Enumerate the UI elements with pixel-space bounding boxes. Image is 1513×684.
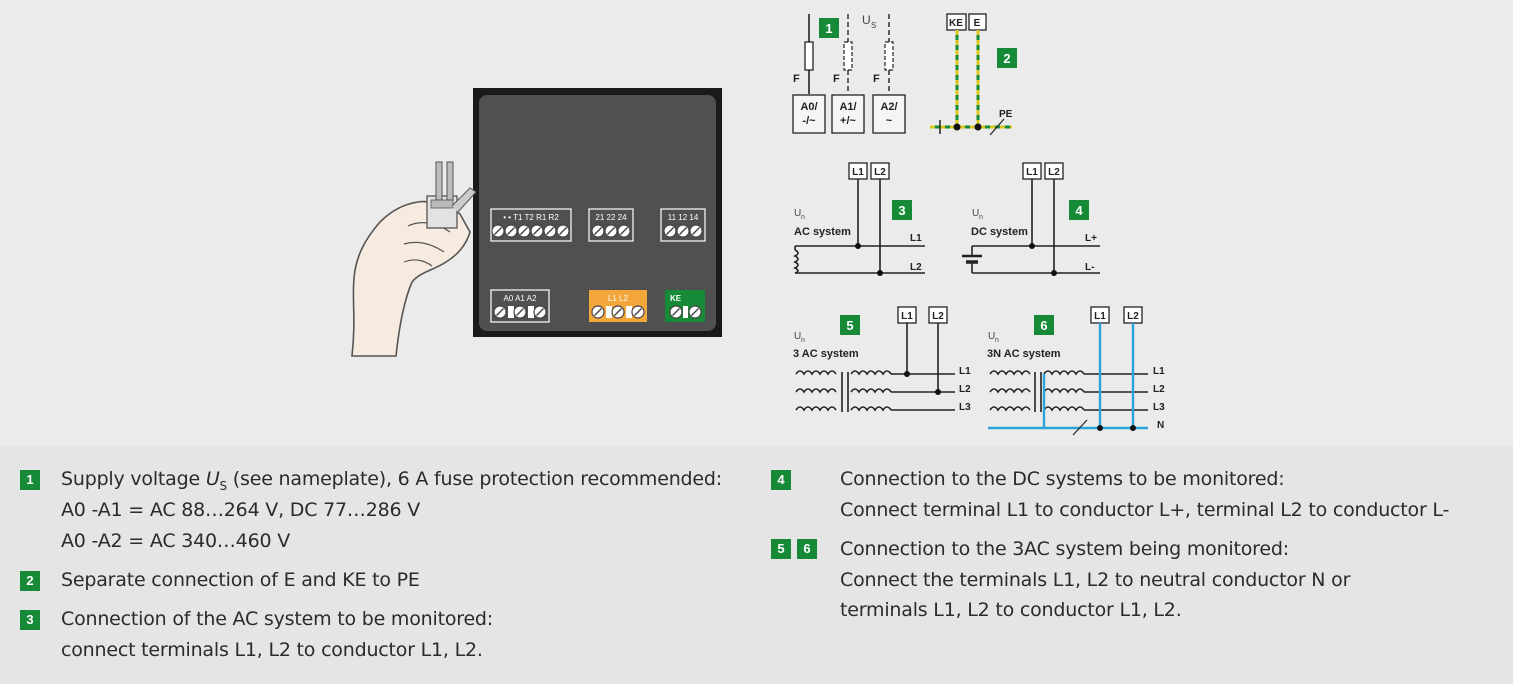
legend-56-line-3: terminals L1, L2 to conductor L1, L2.	[840, 599, 1182, 621]
svg-text:L1: L1	[1026, 167, 1038, 178]
legend-1-line-2: A0 -A1 = AC 88…264 V, DC 77…286 V	[61, 499, 420, 521]
svg-text:U: U	[794, 331, 801, 342]
diagram-5-3ac-system: L1 L2 5 U n 3 AC system L1 L2 L3	[793, 306, 971, 413]
badge-6: 6	[797, 539, 817, 559]
terminal-block-label: L1 L2	[608, 294, 629, 303]
svg-text:PE: PE	[999, 109, 1013, 120]
badge-2: 2	[20, 571, 40, 591]
svg-text:F: F	[793, 73, 800, 85]
diagram-3-ac-system: L1 L2 3 U n AC system L1 L2	[793, 162, 925, 276]
svg-text:U: U	[794, 208, 801, 219]
legend: 1 Supply voltage US (see nameplate), 6 A…	[0, 446, 1513, 684]
svg-text:-/~: -/~	[802, 115, 816, 127]
badge-4: 4	[771, 470, 791, 490]
badge-5: 5	[771, 539, 791, 559]
svg-text:A2/: A2/	[880, 101, 897, 113]
svg-text:L1: L1	[959, 366, 971, 377]
diagram-6-3n-ac-system: L1 L2 6 U n 3N AC system L1 L2 L3 N	[987, 306, 1165, 436]
terminal-block-label: 21 22 24	[595, 213, 627, 222]
svg-text:E: E	[974, 18, 981, 29]
svg-text:AC system: AC system	[794, 226, 851, 238]
svg-text:3: 3	[898, 203, 905, 218]
svg-text:L3: L3	[1153, 402, 1165, 413]
legend-1-line-3: A0 -A2 = AC 340…460 V	[61, 530, 290, 552]
svg-text:L2: L2	[959, 384, 971, 395]
svg-text:n: n	[801, 214, 805, 221]
legend-3-line-2: connect terminals L1, L2 to conductor L1…	[61, 639, 483, 661]
badge-1	[819, 18, 839, 38]
svg-text:L1: L1	[852, 167, 864, 178]
terminal-block-label: 11 12 14	[668, 213, 699, 222]
legend-2-line-1: Separate connection of E and KE to PE	[61, 569, 420, 591]
svg-text:~: ~	[886, 115, 893, 127]
svg-text:L1: L1	[1094, 311, 1106, 322]
wiring-figure: • • T1 T2 R1 R2 21 22 24 11 12 14	[351, 13, 1165, 436]
terminal-block-label: • • T1 T2 R1 R2	[503, 213, 559, 222]
svg-text:3N AC system: 3N AC system	[987, 348, 1061, 360]
svg-text:L2: L2	[1153, 384, 1165, 395]
terminal-block-label: KE	[670, 294, 682, 303]
terminal-block-21-24: 21 22 24	[588, 208, 634, 242]
svg-text:3 AC system: 3 AC system	[793, 348, 859, 360]
svg-text:5: 5	[846, 318, 853, 333]
svg-text:L2: L2	[910, 262, 922, 273]
legend-4-line-1: Connection to the DC systems to be monit…	[840, 468, 1285, 490]
svg-text:S: S	[871, 21, 876, 30]
svg-text:L1: L1	[1153, 366, 1165, 377]
terminal-block-ke: KE	[665, 290, 705, 322]
svg-text:6: 6	[1040, 318, 1047, 333]
svg-text:U: U	[988, 331, 995, 342]
svg-text:+/~: +/~	[840, 115, 856, 127]
svg-text:A1/: A1/	[839, 101, 856, 113]
svg-text:L1: L1	[901, 311, 913, 322]
svg-text:L+: L+	[1085, 233, 1097, 244]
legend-4-line-2: Connect terminal L1 to conductor L+, ter…	[840, 499, 1450, 521]
svg-text:L2: L2	[1048, 167, 1060, 178]
svg-text:n: n	[995, 337, 999, 344]
svg-text:L3: L3	[959, 402, 971, 413]
svg-text:F: F	[873, 73, 880, 85]
svg-text:L-: L-	[1085, 262, 1094, 273]
diagram-2-pe-connection: KE E 2 PE	[930, 13, 1017, 136]
svg-text:L1: L1	[910, 233, 922, 244]
terminal-block-label: A0 A1 A2	[504, 294, 537, 303]
svg-text:L2: L2	[932, 311, 944, 322]
diagram-1-supply-voltage: 1 U S F F F A0/ -/~ A1/ +/~ A2/ ~	[792, 13, 906, 134]
svg-text:U: U	[972, 208, 979, 219]
legend-56-line-2: Connect the terminals L1, L2 to neutral …	[840, 569, 1351, 591]
device-front-panel: • • T1 T2 R1 R2 21 22 24 11 12 14	[473, 88, 722, 337]
terminal-block-a0-a2: A0 A1 A2	[490, 289, 550, 323]
terminal-block-t1-r2: • • T1 T2 R1 R2	[490, 208, 572, 242]
figure-area	[0, 0, 1513, 446]
us-label: U	[862, 13, 871, 27]
svg-text:N: N	[1157, 420, 1164, 431]
badge-3: 3	[20, 610, 40, 630]
svg-text:2: 2	[1003, 51, 1010, 66]
svg-text:n: n	[801, 337, 805, 344]
legend-1-line-1: Supply voltage US (see nameplate), 6 A f…	[61, 468, 722, 493]
svg-text:KE: KE	[949, 18, 963, 29]
svg-text:L2: L2	[874, 167, 886, 178]
terminal-block-11-14: 11 12 14	[660, 208, 706, 242]
badge-1: 1	[20, 470, 40, 490]
legend-3-line-1: Connection of the AC system to be monito…	[61, 608, 493, 630]
terminal-block-l1-l2: L1 L2	[589, 290, 647, 322]
svg-text:A0/: A0/	[800, 101, 817, 113]
legend-56-line-1: Connection to the 3AC system being monit…	[840, 538, 1289, 560]
svg-text:n: n	[979, 214, 983, 221]
svg-text:L2: L2	[1127, 311, 1139, 322]
svg-text:1: 1	[825, 21, 832, 36]
svg-text:DC system: DC system	[971, 226, 1028, 238]
hand-with-connector-illustration	[351, 161, 477, 357]
diagram-4-dc-system: L1 L2 4 U n DC system L+ L-	[962, 162, 1100, 276]
svg-text:F: F	[833, 73, 840, 85]
svg-text:4: 4	[1075, 203, 1083, 218]
